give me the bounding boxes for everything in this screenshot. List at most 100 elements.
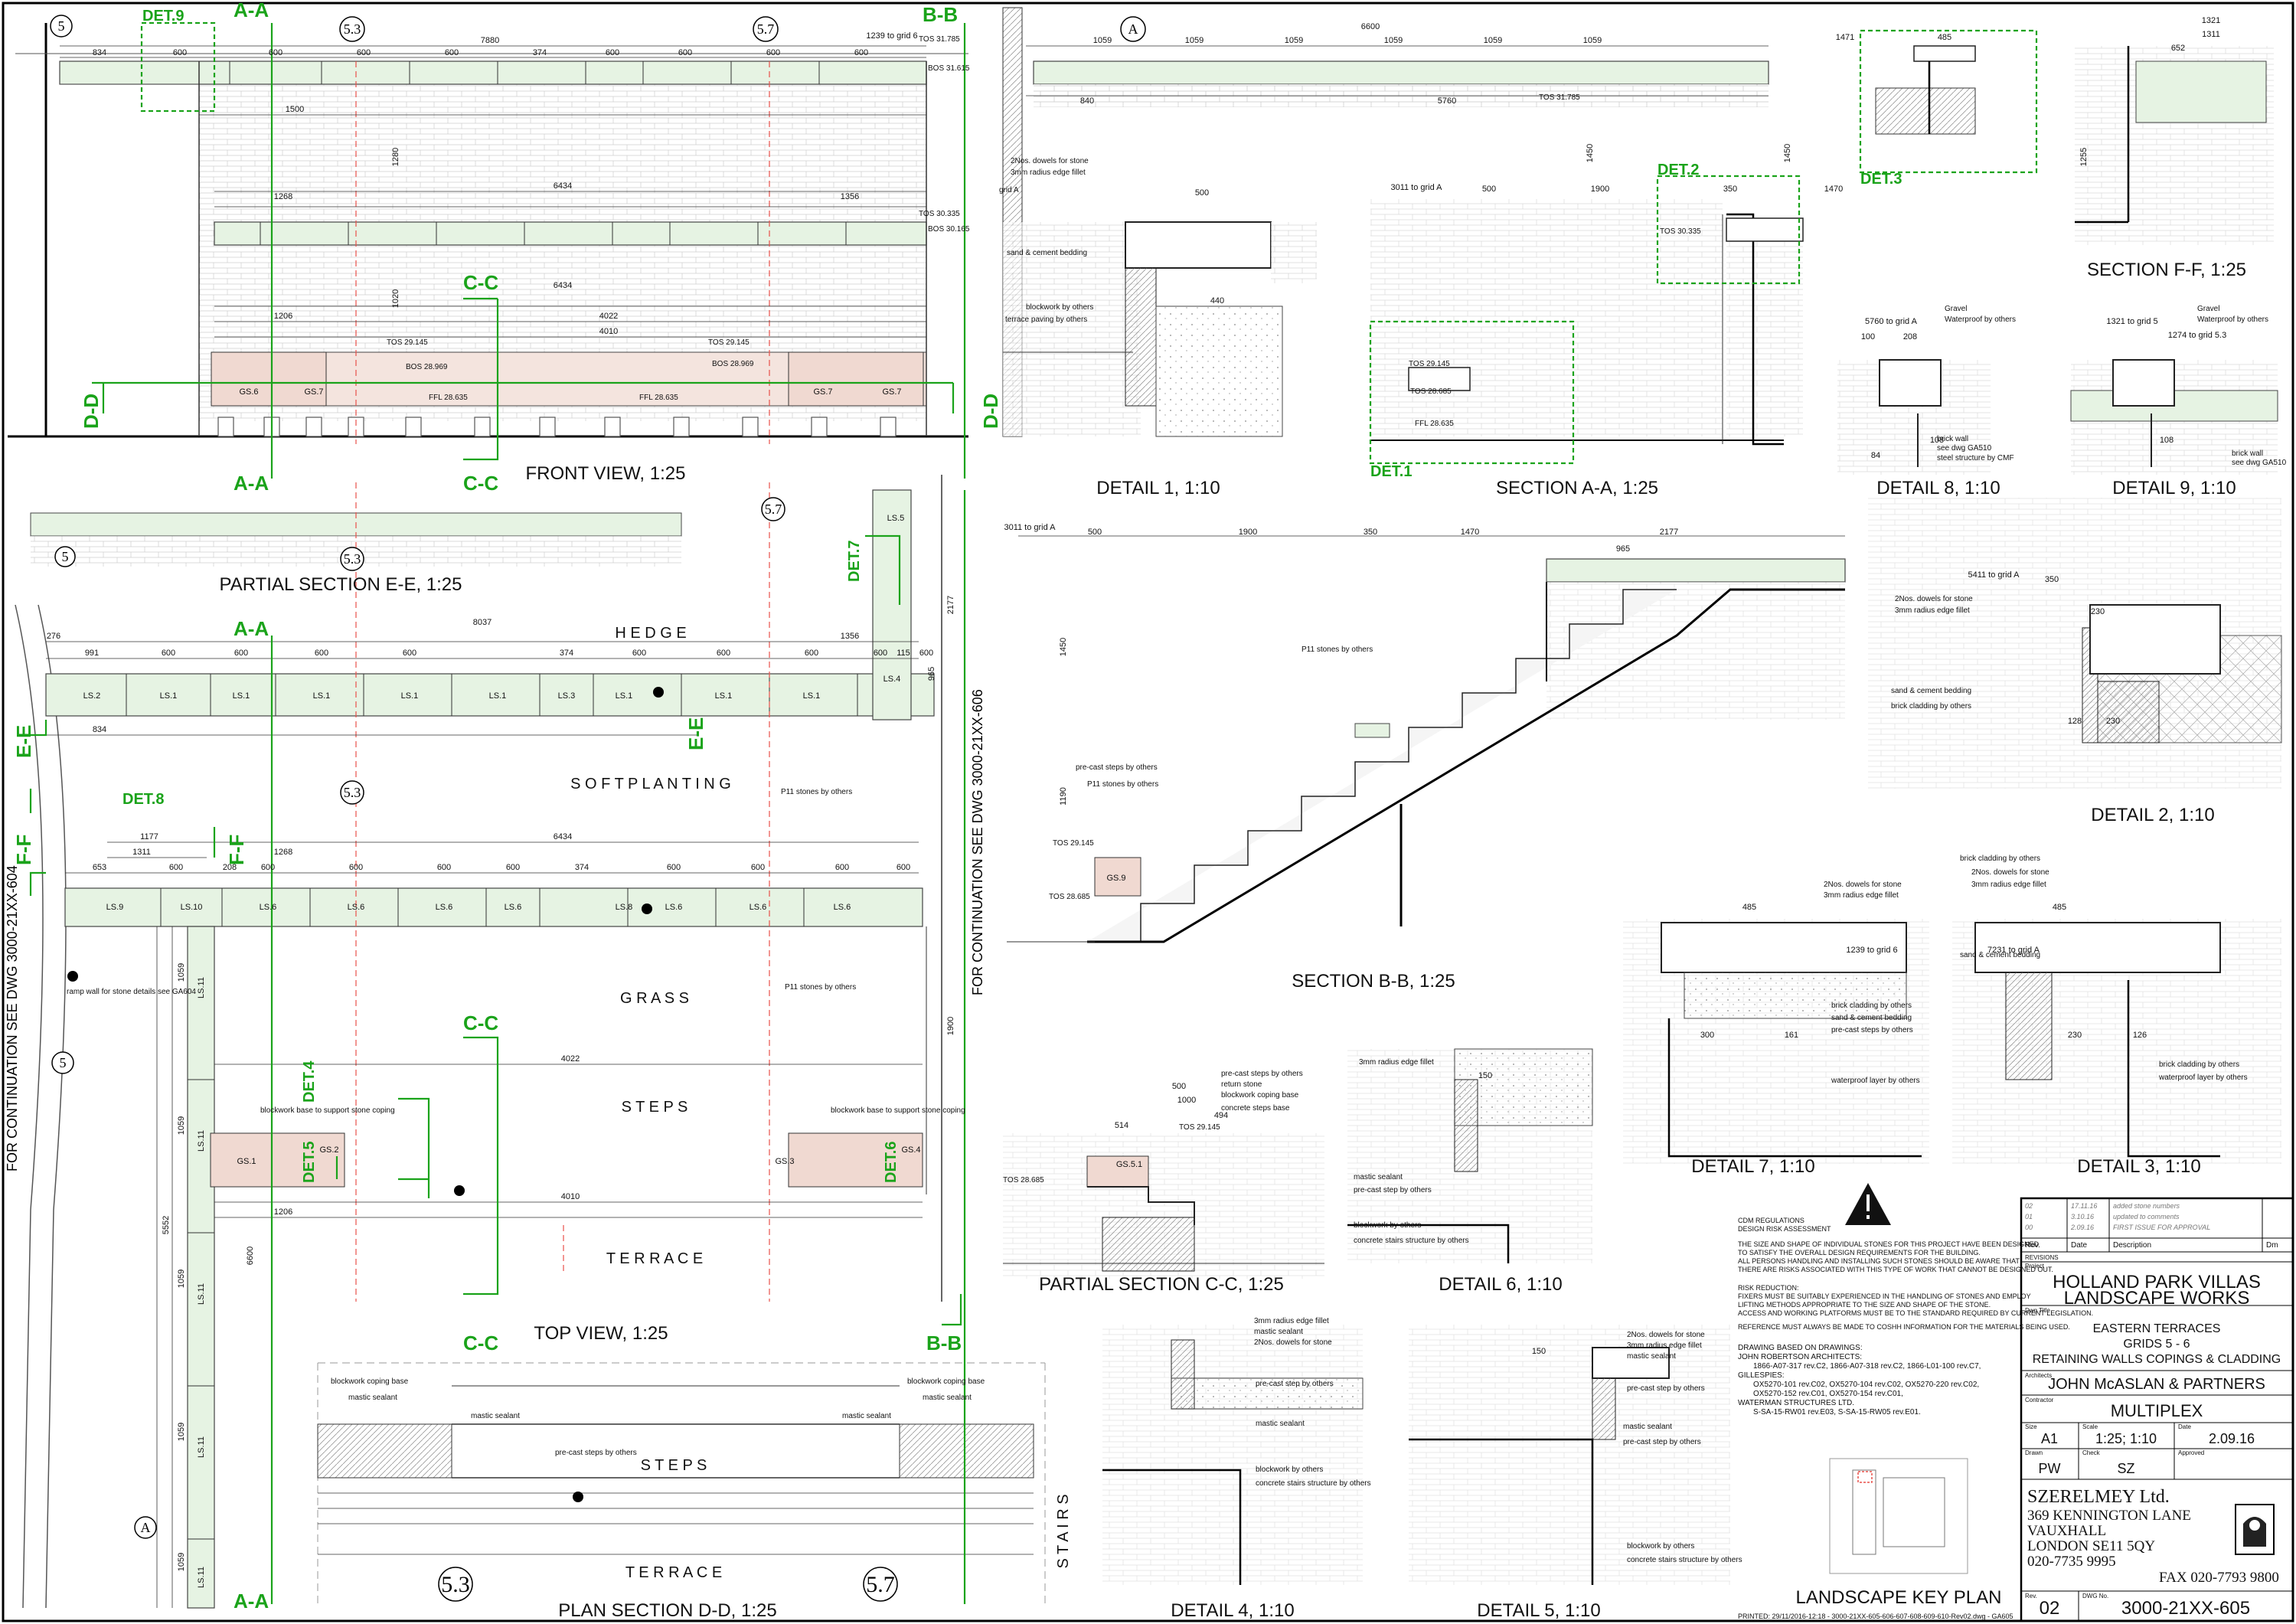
drawing-label: 653 [93,863,106,872]
drawing-label: 1321 [2202,16,2220,25]
drawing-label: 1450 [1059,638,1068,656]
grid-57-label-4: 5.7 [866,1572,895,1597]
drawing-label: brick cladding by others [1831,1002,1912,1010]
drawing-label: GS.4 [901,1145,920,1155]
dim-1059-1: 1059 [177,963,186,982]
grid-57-label-1: 5.7 [757,21,775,37]
drawing-label: FAX 020-7793 9800 [2159,1570,2279,1586]
drawing-label: 500 [1482,185,1496,194]
drawing-label: 374 [575,863,589,872]
drawing-label: 600 [805,649,818,658]
marker-ff-left: F-F [12,835,35,865]
drawing-label: blockwork coping base [907,1377,985,1386]
drawing-label: mastic sealant [1256,1420,1305,1428]
drawing-label: LS.11 [197,1567,206,1588]
drawing-label: GS.1 [237,1157,256,1166]
area-steps: S T E P S [622,1099,688,1116]
drawing-label: 1059 [1285,36,1303,45]
drawing-label: blockwork coping base [331,1377,409,1386]
drawing-label: 440 [1210,296,1224,306]
detail-7-title: DETAIL 7, 1:10 [1691,1156,1814,1177]
dim-1059-2: 1059 [177,1116,186,1135]
drawing-label: 600 [269,48,283,57]
company-name: SZERELMEY Ltd. [2027,1487,2170,1507]
drawing-label: LS.1 [803,691,821,701]
grid-5-label-2: 5 [62,549,69,564]
drawing-label: 3mm radius edge fillet [1895,606,1970,615]
drawing-label: see dwg GA510 [1937,444,1992,453]
drawing-label: GS.2 [319,1145,338,1155]
partial-section-cc [1003,1133,1324,1279]
dim-6600: 6600 [246,1247,255,1265]
drawing-label: BOS 28.969 [406,363,448,371]
dim-7880: 7880 [481,36,499,45]
drawing-label: LS.6 [750,903,767,912]
drawing-label: 3011 to grid A [1004,523,1056,532]
drawing-label: 2.09.16 [2070,1224,2094,1231]
drawing-label: 150 [1532,1347,1546,1356]
drawing-label: Project [2025,1263,2045,1269]
drawing-label: 1059 [1583,36,1602,45]
front-view-title: FRONT VIEW, 1:25 [526,463,686,484]
drawing-label: 2Nos. dowels for stone [1895,595,1973,603]
drawing-label: 300 [1700,1031,1714,1040]
drawing-label: FFL 28.635 [1415,420,1454,428]
section-ff-title: SECTION F-F, 1:25 [2087,260,2246,280]
drawing-label: JOHN ROBERTSON ARCHITECTS: [1738,1353,1862,1361]
drawing-label: GS.3 [775,1157,794,1166]
drawing-label: pre-cast step by others [1354,1186,1432,1194]
marker-det9: DET.9 [142,8,184,25]
dim-965-top: 965 [927,667,936,681]
drawing-label: DWG No. [2082,1593,2108,1599]
drawing-label: pre-cast step by others [1256,1380,1334,1388]
drawing-label: 2Nos. dowels for stone [1627,1331,1705,1339]
drawing-label: Date [2071,1241,2088,1250]
drawing-label: P11 stones by others [1087,780,1158,789]
title-block-frame [2020,1197,2294,1622]
drawing-label: LS.11 [197,1130,206,1152]
drawing-label: 3mm radius edge fillet [1011,168,1086,177]
dim-1356: 1356 [841,192,859,201]
marker-det6: DET.6 [883,1142,900,1183]
drawing-label: 3.10.16 [2071,1213,2094,1220]
drawing-label: 1450 [1586,144,1595,162]
drawing-label: GS.7 [813,387,832,397]
grid-57-label-2: 5.7 [765,502,782,517]
drawing-label: pre-cast steps by others [1831,1026,1913,1034]
area-steps-plan: S T E P S [641,1457,707,1474]
drawing-label: TOS 31.785 [919,35,960,44]
detail-5-title: DETAIL 5, 1:10 [1477,1600,1600,1621]
drawing-label: 128 [2068,717,2082,726]
drawing-label: FFL 28.635 [429,394,468,402]
drawing-label: 2.09.16 [2209,1431,2255,1446]
drawing-label: concrete stairs structure by others [1354,1237,1469,1245]
detail-1 [1003,221,1317,437]
drawing-label: 485 [2053,903,2066,912]
drawing-label: 652 [2171,44,2185,53]
dim-grid6: 1239 to grid 6 [866,31,917,41]
drawing-label: pre-cast steps by others [1076,763,1158,772]
drawing-label: 1471 [1836,33,1854,42]
drawing-label: 3mm radius edge fillet [1971,881,2046,889]
drawing-label: 3000-21XX-605 [2121,1598,2250,1619]
drawing-label: 1450 [1783,144,1792,162]
drawing-label: FIXERS MUST BE SUITABLY EXPERIENCED IN T… [1738,1292,2031,1300]
drawing-label: Description [2113,1241,2151,1250]
drawing-label: LS.4 [883,675,901,684]
drawing-label: OX5270-152 rev.C01, OX5270-154 rev.C01, [1753,1390,1903,1398]
szerelmey-logo [2235,1504,2275,1555]
drawing-label: 500 [1195,188,1209,198]
marker-cc-front2: C-C [463,472,498,495]
drawing-label: GS.9 [1106,874,1125,883]
marker-aa-top-view: A-A [234,617,269,640]
drawing-label: SZ [2117,1461,2134,1476]
drawing-label: 600 [234,649,248,658]
drawing-label: 126 [2133,1031,2147,1040]
drawing-label: 2Nos. dowels for stone [1971,868,2049,877]
cdm-body-1: THE SIZE AND SHAPE OF INDIVIDUAL STONES … [1738,1240,2040,1248]
drawing-label: 600 [835,863,849,872]
dim-1280: 1280 [391,148,400,166]
drawing-label: 1866-A07-317 rev.C2, 1866-A07-318 rev.C2… [1753,1362,1981,1371]
marker-det1: DET.1 [1370,463,1412,480]
dim-4022-top: 4022 [561,1054,580,1064]
